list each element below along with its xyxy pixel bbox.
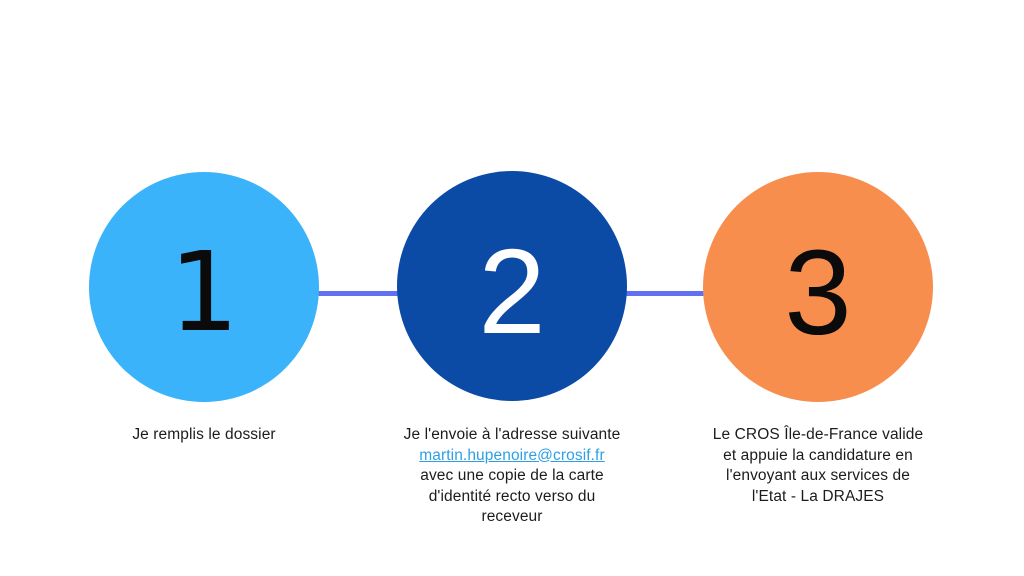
step-3-caption-line: l'Etat - La DRAJES [751, 487, 885, 505]
step-2-circle: 2 [397, 171, 627, 401]
step-3-circle: 3 [703, 172, 933, 402]
step-2-caption-line: receveur [481, 508, 543, 525]
step-1-caption-line: Je remplis le dossier [132, 426, 276, 443]
step-1-caption: Je remplis le dossier [74, 425, 334, 446]
connector-line-1-2 [204, 291, 512, 296]
step-2-caption: Je l'envoie à l'adresse suivante martin.… [382, 425, 642, 528]
step-2-caption-line: d'identité recto verso du [428, 487, 596, 505]
step-2-number: 2 [478, 222, 546, 359]
step-3-caption-line: Le CROS Île-de-France valide [712, 426, 924, 443]
email-link[interactable]: martin.hupenoire@crosif.fr [419, 446, 605, 464]
connector-line-2-3 [512, 291, 818, 296]
step-2-caption-line: Je l'envoie à l'adresse suivante [403, 426, 621, 443]
step-3-caption: Le CROS Île-de-France valide et appuie l… [688, 425, 948, 507]
step-3-caption-line: et appuie la candidature en [723, 446, 913, 464]
step-3-caption-line: l'envoyant aux services de [726, 467, 910, 484]
step-1-circle: 1 [89, 172, 319, 402]
step-3-number: 3 [784, 223, 852, 360]
step-1-number: 1 [169, 228, 239, 356]
step-2-caption-line: avec une copie de la carte [420, 467, 604, 484]
